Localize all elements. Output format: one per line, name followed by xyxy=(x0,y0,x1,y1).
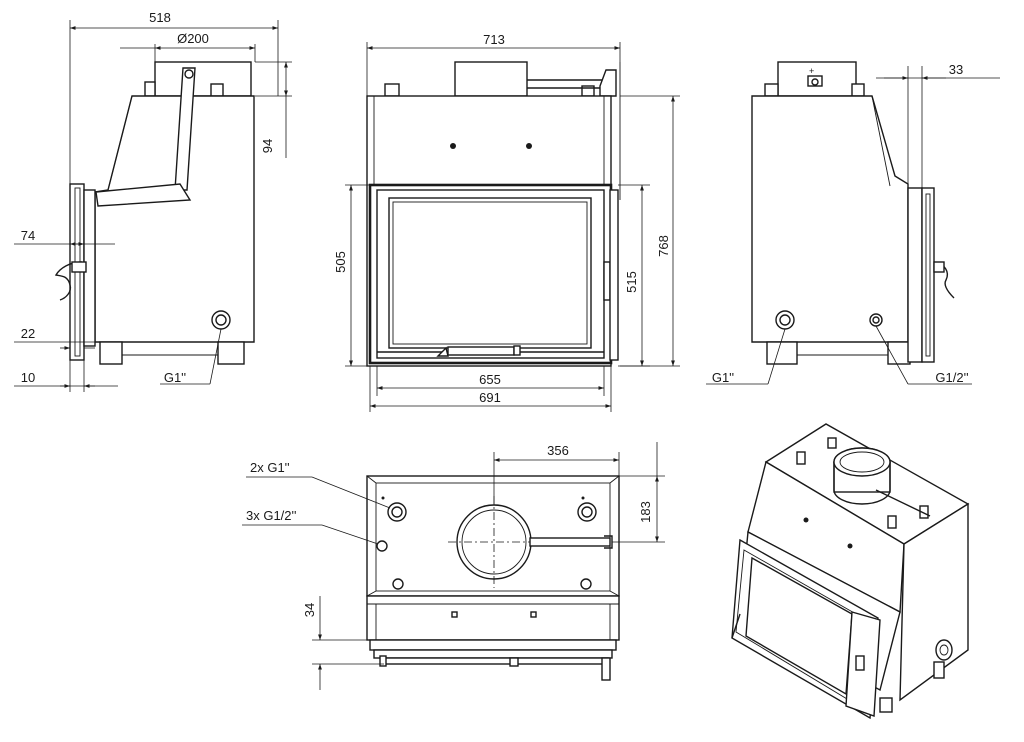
front-glass xyxy=(388,197,592,349)
label-pipe-g1: G1'' xyxy=(164,370,186,385)
handle-base xyxy=(71,261,87,273)
isometric-view xyxy=(731,423,970,720)
dim-overall-width: 713 xyxy=(483,32,505,47)
foot xyxy=(217,341,245,365)
side-view: 518 Ø200 94 74 22 10 G1'' xyxy=(14,10,292,392)
right-view: + 33 G1'' G1/2'' xyxy=(706,61,1000,385)
foot xyxy=(99,341,123,365)
dim-front-depth: 34 xyxy=(302,603,317,617)
dim-glass-width: 655 xyxy=(479,372,501,387)
dim-overall-height: 768 xyxy=(656,235,671,257)
dim-flue-depth: 183 xyxy=(638,501,653,523)
dim-door-height: 505 xyxy=(333,251,348,273)
svg-text:+: + xyxy=(809,66,814,76)
top-view: 356 183 34 2x G1'' 3x G1/2'' xyxy=(242,442,665,690)
front-flue-collar xyxy=(454,61,528,97)
top-stub xyxy=(144,81,156,97)
dim-flue-offset: 356 xyxy=(547,443,569,458)
top-stub xyxy=(210,83,224,97)
side-body xyxy=(94,95,255,343)
label-right-pipe-g1: G1'' xyxy=(712,370,734,385)
dim-door-width: 691 xyxy=(479,390,501,405)
front-view: 713 505 515 768 655 691 xyxy=(333,32,680,412)
door-handle xyxy=(54,261,83,301)
label-right-pipe-g12: G1/2'' xyxy=(935,370,968,385)
dim-flue-diameter: Ø200 xyxy=(177,31,209,46)
dim-collar-height: 94 xyxy=(260,139,275,153)
front-handle xyxy=(603,261,611,301)
iso-glass xyxy=(745,556,853,696)
right-body xyxy=(751,95,909,343)
dim-door-frame: 22 xyxy=(21,326,35,341)
regulator-lever xyxy=(174,67,196,191)
dim-handle-offset: 74 xyxy=(21,228,35,243)
dim-offset: 33 xyxy=(949,62,963,77)
dim-door-thickness: 10 xyxy=(21,370,35,385)
dim-glass-height: 515 xyxy=(624,271,639,293)
label-small-pipes: 3x G1/2'' xyxy=(246,508,297,523)
regulator-rod xyxy=(95,183,192,207)
dim-depth: 518 xyxy=(149,10,171,25)
flue-collar xyxy=(154,61,252,97)
label-main-pipes: 2x G1'' xyxy=(250,460,290,475)
